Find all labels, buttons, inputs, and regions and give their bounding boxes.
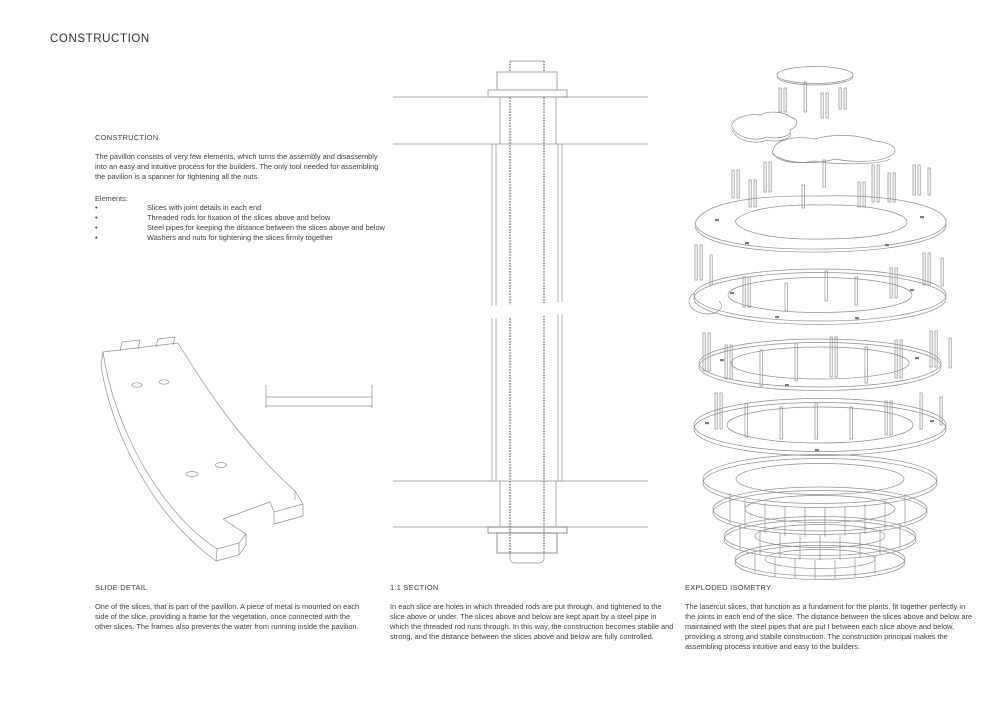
slide-detail-body: One of the slices, that is part of the p… [95, 602, 360, 631]
metal-frame-profile [265, 385, 373, 408]
intro-heading: CONSTRUCTION [95, 133, 159, 142]
section-drawing [383, 55, 653, 570]
elements-label: Elements: [95, 194, 128, 203]
section-body: In each slice are holes in which threade… [390, 602, 674, 641]
list-item: •Slices with joint details in each end [95, 203, 262, 212]
elements-list: •Slices with joint details in each end •… [95, 203, 387, 243]
isometry-caption: EXPLODED ISOMETRY The lasercut slices, t… [685, 583, 973, 652]
bullet-icon: • [95, 213, 98, 222]
stacked-base [702, 454, 938, 580]
upper-slice [393, 96, 648, 145]
list-item: •Steel pipes for keeping the distance be… [95, 223, 385, 232]
base-pipes [729, 493, 906, 579]
slice-ring-4 [693, 398, 947, 456]
intro-body: The pavillon consists of very few elemen… [95, 152, 379, 181]
exploded-isometry-drawing [685, 55, 965, 580]
list-item: •Threaded rods for fixation of the slice… [95, 213, 331, 222]
top-washer [487, 89, 568, 98]
bottom-nut [487, 526, 568, 554]
bullet-icon: • [95, 233, 98, 242]
joint-marks [705, 216, 934, 452]
slice-ring-3 [698, 338, 942, 391]
intro-text-block: CONSTRUCTION The pavillon consists of ve… [95, 133, 387, 243]
slice-top-face [100, 342, 304, 562]
bullet-icon: • [95, 203, 98, 212]
top-disc [776, 66, 854, 86]
slide-detail-heading: SLIDE DETAIL [95, 583, 148, 592]
isometry-body: The lasercut slices, that function as a … [685, 602, 973, 651]
steel-pipes [702, 330, 952, 387]
organic-slice-small [731, 111, 798, 143]
top-nut [487, 71, 568, 98]
bullet-icon: • [95, 223, 98, 232]
section-caption: 1:1 SECTION In each slice are holes in w… [390, 583, 674, 642]
slice-ring-2 [688, 268, 947, 325]
threaded-rod [509, 60, 545, 564]
bottom-washer [487, 526, 568, 534]
slice-holes [131, 379, 227, 477]
section-heading: 1:1 SECTION [390, 583, 439, 592]
isometry-heading: EXPLODED ISOMETRY [685, 583, 772, 592]
list-item: •Washers and nuts for tightening the sli… [95, 233, 333, 242]
slice-ring-1 [694, 195, 947, 253]
steel-pipes [694, 244, 944, 312]
slide-detail-caption: SLIDE DETAIL One of the slices, that is … [95, 583, 367, 632]
break-symbol [480, 301, 576, 319]
page-title: CONSTRUCTION [50, 33, 150, 45]
steel-pipes [714, 392, 943, 440]
steel-pipes [778, 81, 847, 119]
lower-slice [393, 480, 648, 528]
joint-tabs [119, 336, 176, 352]
slide-detail-drawing [90, 330, 380, 578]
organic-slice-large [771, 135, 896, 165]
steel-pipes [731, 159, 931, 209]
